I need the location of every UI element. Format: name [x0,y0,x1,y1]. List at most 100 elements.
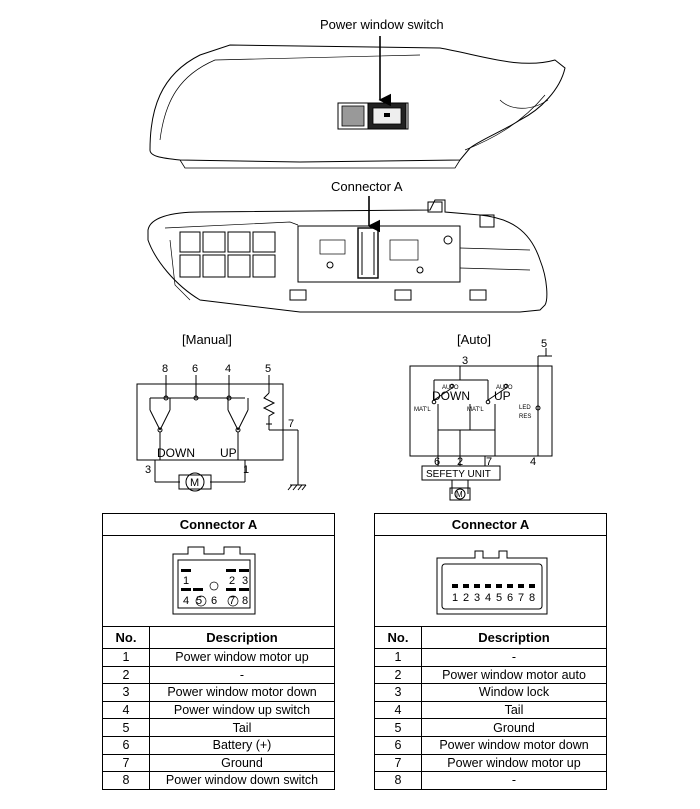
manual-pin-labels: 8 6 4 5 7 3 1 DOWN UP M [145,363,294,489]
manual-pin-6: 6 [192,363,198,375]
table-cell: 7 [374,753,422,773]
manual-label: [Manual] [182,332,232,347]
connector-manual-pin-1: 1 [183,575,189,587]
manual-pin-7: 7 [288,418,294,430]
manual-pin-3: 3 [145,464,151,476]
table-cell: 3 [102,683,150,702]
auto-pin-4: 4 [530,456,536,468]
connector-auto-pin-2: 2 [463,592,469,604]
table-manual-header-no: No. [102,626,150,649]
manual-pin-1: 1 [243,464,249,476]
manual-pin-5: 5 [265,363,271,375]
connector-auto-pin-8: 8 [529,592,535,604]
auto-matl-left-label: MAT'L [414,407,431,413]
manual-pin-4: 4 [225,363,231,375]
connector-manual-pin-5: 5 [196,595,202,607]
connector-manual-pin-2: 2 [229,575,235,587]
table-cell: 5 [102,718,150,737]
table-row: 8- [374,771,607,790]
table-auto-header-description: Description [421,626,607,649]
table-cell: - [421,648,607,667]
table-cell: Power window motor up [421,753,607,773]
auto-pin-7: 7 [486,456,492,468]
auto-matl-right-label: MAT'L [467,407,484,413]
power-window-switch-icon [337,102,409,130]
table-manual-header-description: Description [149,626,335,649]
table-cell: 4 [374,700,422,720]
connector-auto-pin-4: 4 [485,592,491,604]
connector-auto-pin-7: 7 [518,592,524,604]
connector-a-label: Connector A [331,179,403,194]
table-cell: Power window motor down [149,683,335,702]
table-cell: Window lock [421,683,607,702]
table-auto-title: Connector A [374,513,607,536]
safety-unit-label: SEFETY UNIT [426,469,491,480]
table-manual-title: Connector A [102,513,335,536]
table-cell: Power window motor auto [421,665,607,685]
auto-circuit-labels: 3 5 4 6 2 7 AUTO AUTO DOWN UP MAT'L MAT'… [414,338,547,499]
auto-pin-3: 3 [462,355,468,367]
power-window-switch-label: Power window switch [320,17,444,32]
connector-manual-pin-8: 8 [242,595,248,607]
table-cell: 4 [102,700,150,720]
connector-auto-pin-1: 1 [452,592,458,604]
table-cell: 8 [102,771,150,790]
table-cell: - [421,771,607,790]
connector-manual-pin-7: 7 [229,595,235,607]
table-cell: 8 [374,771,422,790]
table-cell: Power window down switch [149,771,335,790]
manual-motor-label: M [190,477,199,489]
table-cell: Battery (+) [149,735,335,755]
auto-res-label: RES [519,414,531,420]
table-cell: Power window motor up [149,648,335,667]
manual-pin-8: 8 [162,363,168,375]
connector-manual-pin-6: 6 [211,595,217,607]
table-cell: Power window motor down [421,735,607,755]
table-auto-header-no: No. [374,626,422,649]
connector-auto-icon: 1 2 3 4 5 6 7 8 [436,550,548,615]
connector-manual-image: 1 2 3 4 5 6 7 8 [102,535,335,627]
table-cell: Tail [421,700,607,720]
manual-up-label: UP [220,446,237,460]
manual-down-label: DOWN [157,446,195,460]
table-cell: 2 [102,665,150,685]
connector-auto-image: 1 2 3 4 5 6 7 8 [374,535,607,627]
connector-manual-pin-3: 3 [242,575,248,587]
auto-pin-2: 2 [457,456,463,468]
table-cell: 1 [374,648,422,667]
connector-table-manual: Connector A 1 2 3 [102,513,335,790]
table-cell: Ground [149,753,335,773]
manual-circuit [136,375,307,492]
table-cell: 6 [374,735,422,755]
table-row: 2- [102,665,335,685]
auto-label: [Auto] [457,332,491,347]
auto-pin-6: 6 [434,456,440,468]
table-cell: 7 [102,753,150,773]
connector-auto-pin-6: 6 [507,592,513,604]
auto-down-label: DOWN [432,389,470,403]
connector-manual-pin-4: 4 [183,595,189,607]
table-row: 1- [374,648,607,667]
table-cell: Ground [421,718,607,737]
door-trim-top-illustration [149,44,566,169]
auto-pin-5: 5 [541,338,547,350]
connector-manual-icon: 1 2 3 4 5 6 7 8 [172,546,256,615]
table-cell: Tail [149,718,335,737]
auto-circuit [409,348,553,501]
auto-motor-label: M [456,490,463,499]
table-cell: 3 [374,683,422,702]
switch-assembly-rear-illustration [147,199,548,313]
